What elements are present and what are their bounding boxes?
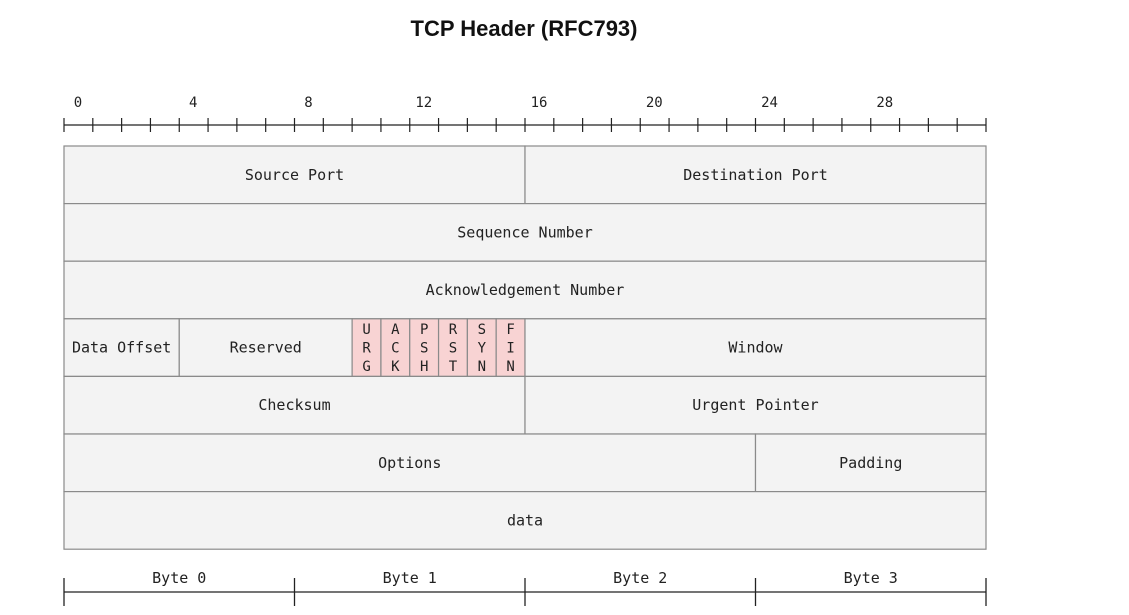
field-reserved: Reserved <box>178 318 353 377</box>
flag-letter: S <box>420 340 428 356</box>
field-data-offset: Data Offset <box>63 318 180 377</box>
field-cell <box>63 375 526 435</box>
flag-letter: R <box>449 322 458 338</box>
field-label: Urgent Pointer <box>692 396 818 414</box>
field-checksum: Checksum <box>63 375 526 435</box>
field-acknowledgement-number: Acknowledgement Number <box>63 260 987 320</box>
field-label: Destination Port <box>683 166 828 184</box>
field-label: Data Offset <box>72 339 171 357</box>
byte-scale: Byte 0 Byte 1 Byte 2 Byte 3 <box>63 569 987 606</box>
flag-cell <box>351 318 382 377</box>
flag-letter: G <box>362 359 370 375</box>
flag-letter: I <box>506 340 514 356</box>
field-label: Padding <box>839 454 902 472</box>
flag-letter: T <box>449 359 458 375</box>
flag-letter: S <box>478 322 486 338</box>
field-cell <box>63 203 987 262</box>
flag-letter: K <box>391 359 400 375</box>
ruler-tick-label: 20 <box>646 95 663 111</box>
field-cell <box>524 145 987 205</box>
ruler-tick-label: 28 <box>876 95 893 111</box>
field-label: Options <box>378 454 441 472</box>
ruler-tick-label: 24 <box>761 95 778 111</box>
field-cell <box>524 375 987 435</box>
flag-cell <box>466 318 497 377</box>
field-label: Acknowledgement Number <box>426 281 625 299</box>
flag-letter: S <box>449 340 457 356</box>
flag-letter: N <box>478 359 486 375</box>
byte-label: Byte 3 <box>844 569 898 587</box>
flag-syn: SYN <box>466 318 497 377</box>
field-cell <box>524 318 987 377</box>
flag-letter: R <box>362 340 371 356</box>
flag-letter: H <box>420 359 428 375</box>
flag-letter: C <box>391 340 399 356</box>
ruler-tick-label: 16 <box>531 95 548 111</box>
ruler-tick-label: 0 <box>74 95 82 111</box>
field-window: Window <box>524 318 987 377</box>
flag-letter: U <box>362 322 370 338</box>
field-padding: Padding <box>754 433 987 493</box>
field-urgent-pointer: Urgent Pointer <box>524 375 987 435</box>
flag-rst: RST <box>437 318 468 377</box>
field-cell <box>63 433 757 493</box>
ruler-tick-label: 8 <box>304 95 312 111</box>
field-cell <box>754 433 987 493</box>
flag-letter: F <box>506 322 514 338</box>
ruler-tick-label: 12 <box>415 95 432 111</box>
flag-letter: P <box>420 322 428 338</box>
flag-letter: Y <box>478 340 487 356</box>
field-cell <box>63 145 526 205</box>
flag-letter: N <box>506 359 514 375</box>
flag-cell <box>380 318 411 377</box>
field-cell <box>63 318 180 377</box>
flag-fin: FIN <box>495 318 526 377</box>
field-label: data <box>507 511 543 529</box>
flag-cell <box>437 318 468 377</box>
byte-label: Byte 2 <box>613 569 667 587</box>
field-source-port: Source Port <box>63 145 526 205</box>
ruler-tick-label: 4 <box>189 95 197 111</box>
diagram-title: TCP Header (RFC793) <box>410 16 638 41</box>
bit-ruler: 0 4 8 12 16 20 24 28 <box>63 95 987 132</box>
field-options: Options <box>63 433 757 493</box>
field-sequence-number: Sequence Number <box>63 203 987 262</box>
byte-label: Byte 1 <box>383 569 437 587</box>
field-cell <box>178 318 353 377</box>
field-label: Reserved <box>230 339 302 357</box>
field-label: Checksum <box>258 396 330 414</box>
field-data: data <box>63 491 987 550</box>
byte-label: Byte 0 <box>152 569 206 587</box>
flag-psh: PSH <box>409 318 440 377</box>
flag-cell <box>409 318 440 377</box>
flag-letter: A <box>391 322 400 338</box>
field-label: Source Port <box>245 166 344 184</box>
field-cell <box>63 260 987 320</box>
flag-urg: URG <box>351 318 382 377</box>
field-label: Sequence Number <box>457 223 592 241</box>
field-cell <box>63 491 987 550</box>
field-destination-port: Destination Port <box>524 145 987 205</box>
flag-ack: ACK <box>380 318 411 377</box>
field-label: Window <box>728 339 783 357</box>
